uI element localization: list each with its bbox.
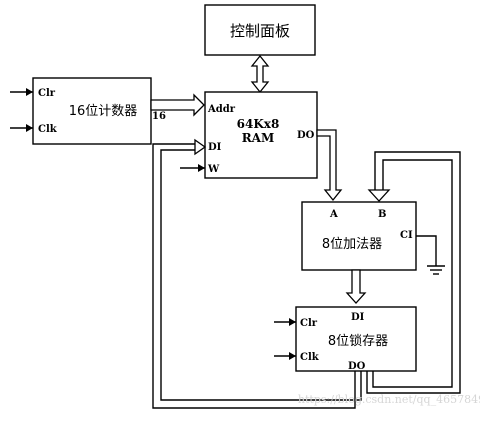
latch-clr-arrowhead <box>289 318 296 326</box>
ram-do-to-adder-a-bus <box>316 129 343 202</box>
ram-title-line2: RAM <box>242 131 275 145</box>
latch-to-ram-di-outer-wire <box>152 143 356 409</box>
latch-di-pin: DI <box>351 312 365 323</box>
ram-w-arrowhead <box>198 164 205 172</box>
adder-b-bus-arrowhead <box>367 189 391 202</box>
control-panel-label: 控制面板 <box>230 22 290 40</box>
latch-block <box>295 306 417 372</box>
ram-do-pin: DO <box>297 130 315 141</box>
latch-to-adder-b-outer-wire <box>366 151 461 394</box>
control-panel-block <box>204 4 316 56</box>
latch-clk-arrowhead <box>289 352 296 360</box>
latch-clk-pin: Clk <box>300 352 320 363</box>
adder-ci-pin: CI <box>400 230 413 241</box>
counter-clk-arrowhead <box>26 124 33 132</box>
adder-to-latch-bus <box>345 269 367 304</box>
counter-clr-arrowhead <box>26 88 33 96</box>
counter-clk-pin: Clk <box>38 124 58 135</box>
adder-block <box>301 201 417 271</box>
ram-addr-pin: Addr <box>207 104 236 115</box>
counter-clr-pin: Clr <box>38 88 56 99</box>
control-ram-bidirectional-arrow <box>250 54 270 94</box>
bus-width-label: 16 <box>152 111 166 122</box>
ram-block <box>204 91 318 179</box>
watermark-text: https://blog.csdn.net/qq_46578498 <box>298 393 480 406</box>
counter-label: 16位计数器 <box>69 104 138 119</box>
adder-a-pin: A <box>329 209 338 220</box>
counter-block <box>32 77 152 145</box>
latch-clr-pin: Clr <box>300 318 318 329</box>
latch-label: 8位锁存器 <box>328 333 388 349</box>
counter-to-ram-address-bus <box>150 93 205 117</box>
ram-w-pin: W <box>207 164 220 175</box>
ram-title-line1: 64Kx8 <box>237 117 280 131</box>
adder-b-pin: B <box>378 209 386 220</box>
ram-di-pin: DI <box>208 142 222 153</box>
latch-to-ram-di-inner-wire <box>160 149 362 401</box>
adder-label: 8位加法器 <box>322 237 382 252</box>
latch-to-adder-b-inner-wire <box>372 159 453 388</box>
latch-do-pin: DO <box>348 361 366 372</box>
ram-di-bus-arrowhead <box>194 138 207 156</box>
adder-ci-ground-wire <box>416 235 437 266</box>
